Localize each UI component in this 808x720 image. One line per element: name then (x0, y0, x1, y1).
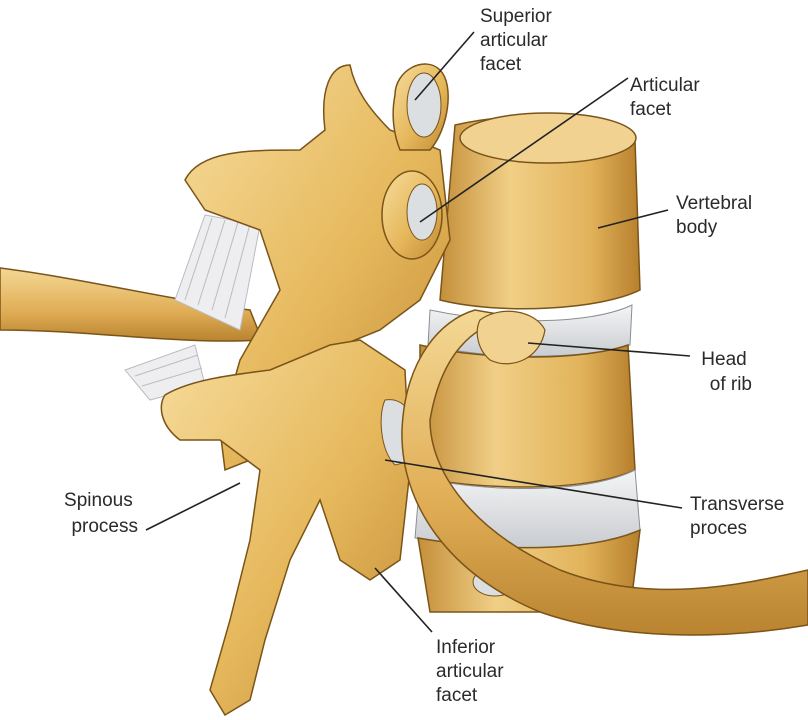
label-inferior-articular-facet: Inferior articular facet (436, 637, 509, 706)
superior-articular-facet-surface (407, 73, 441, 137)
label-superior-articular-facet: Superior articular facet (480, 6, 557, 75)
label-transverse-process: Transverse proces (690, 494, 790, 539)
label-articular-facet: Articular facet (630, 75, 705, 120)
articular-facet-surface (407, 184, 437, 240)
label-head-of-rib: Head of rib (701, 349, 752, 395)
label-spinous-process: Spinous process (64, 490, 138, 537)
leader-inferior-articular-facet (375, 568, 432, 632)
lower-vertebra (161, 340, 416, 715)
label-vertebral-body: Vertebral body (676, 193, 757, 238)
leader-spinous-process (146, 483, 240, 530)
